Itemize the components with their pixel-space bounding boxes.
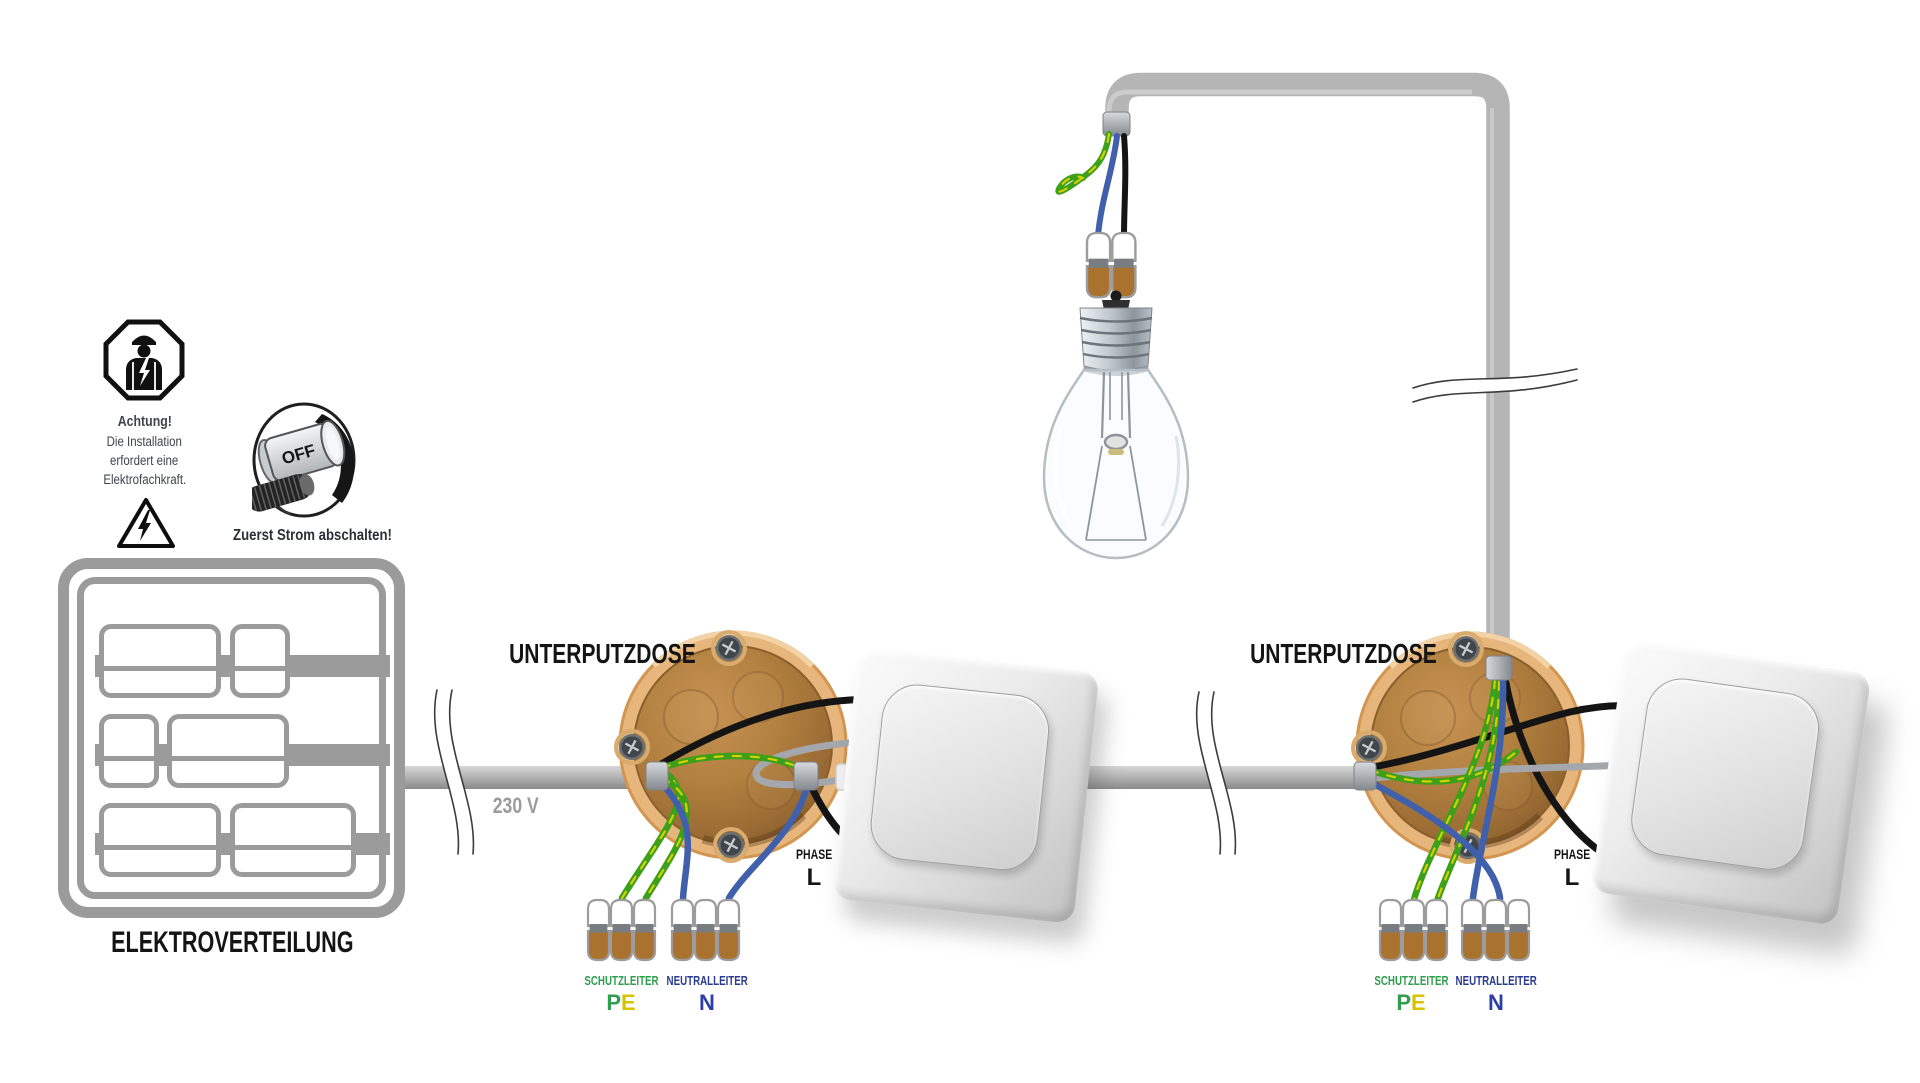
pe-wire-stripe xyxy=(1057,132,1111,193)
distribution-label-text: ELEKTROVERTEILUNG xyxy=(111,926,354,959)
switch-rocker[interactable] xyxy=(867,681,1053,874)
pe-title: SCHUTZLEITER xyxy=(583,973,659,988)
box2-neutral-label: NEUTRALLEITER N xyxy=(1437,972,1555,1016)
box2-left-sleeve xyxy=(1353,761,1377,791)
pe-wire-1-stripe xyxy=(619,768,680,908)
box1-neutral-label: NEUTRALLEITER N xyxy=(648,972,766,1016)
light-switch-2[interactable] xyxy=(1590,639,1872,927)
box1-pe-terminals xyxy=(586,898,657,962)
electrician-required-icon xyxy=(103,319,185,401)
box1-left-sleeve xyxy=(645,761,669,791)
attention-title: Achtung! xyxy=(117,414,172,430)
light-bulb xyxy=(1042,290,1190,560)
box1-label-text: UNTERPUTZDOSE xyxy=(509,638,696,669)
phase-title: PHASE xyxy=(795,846,833,862)
box2-phase-label: PHASE L xyxy=(1532,846,1612,892)
pe-wire-2-stripe xyxy=(1434,680,1501,906)
pe-code-p: P xyxy=(606,990,621,1015)
breaker-module xyxy=(167,714,289,788)
pe-code-e: E xyxy=(1411,990,1426,1015)
box2-label: UNTERPUTZDOSE xyxy=(1219,638,1437,670)
lamp-assembly xyxy=(1042,111,1190,560)
break-mark-right-vertical xyxy=(1406,367,1584,403)
box1-right-sleeve xyxy=(793,761,819,791)
pe-wire xyxy=(1055,131,1112,195)
distribution-label: ELEKTROVERTEILUNG xyxy=(60,926,405,960)
lamp-wires xyxy=(1055,131,1129,239)
phase-wire xyxy=(1121,133,1129,239)
box2-neutral-terminals xyxy=(1460,898,1531,962)
neutral-wire xyxy=(1095,133,1120,239)
phase-title: PHASE xyxy=(1553,846,1591,862)
bulb-filament xyxy=(1085,371,1147,541)
bulb-screw-base xyxy=(1079,307,1153,371)
pe-wire-1-stripe xyxy=(1411,678,1497,906)
power-off-note-text: Zuerst Strom abschalten! xyxy=(232,527,392,544)
box2-pe-label: SCHUTZLEITER PE xyxy=(1356,972,1466,1016)
breaker-module xyxy=(230,624,290,698)
attention-line: erfordert eine xyxy=(110,453,179,468)
attention-line: Die Installation xyxy=(106,434,183,449)
neutral-title: NEUTRALLEITER xyxy=(666,973,748,988)
ceiling-cable-run xyxy=(1105,72,1510,664)
breaker-module xyxy=(230,803,356,877)
box1-label: UNTERPUTZDOSE xyxy=(478,638,696,670)
neutral-wire-2 xyxy=(724,778,812,910)
bulb-glass xyxy=(1042,368,1190,560)
attention-line: Elektrofachkraft. xyxy=(103,472,186,487)
box1-phase-label: PHASE L xyxy=(774,846,854,892)
pe-code-e: E xyxy=(621,990,636,1015)
breaker-module xyxy=(99,803,221,877)
box1-neutral-terminals xyxy=(670,898,741,962)
breaker-module xyxy=(99,714,159,788)
break-mark-left xyxy=(433,683,475,861)
phase-code: L xyxy=(806,864,822,891)
pe-code-p: P xyxy=(1396,990,1411,1015)
light-switch-1[interactable] xyxy=(832,648,1100,924)
neutral-wire-2 xyxy=(1366,778,1504,908)
neutral-title: NEUTRALLEITER xyxy=(1455,973,1537,988)
neutral-wire-1 xyxy=(656,778,692,910)
pe-wire-cross-stripe xyxy=(660,754,802,770)
pe-wire-cross-stripe xyxy=(1368,750,1518,783)
box1-pe-label: SCHUTZLEITER PE xyxy=(566,972,676,1016)
attention-note: Achtung! Die Installation erfordert eine… xyxy=(62,412,227,489)
breaker-module xyxy=(99,624,221,698)
lamp-terminal-block xyxy=(1085,231,1137,299)
box2-pe-terminals xyxy=(1378,898,1449,962)
box2-label-text: UNTERPUTZDOSE xyxy=(1250,638,1437,669)
power-off-note: Zuerst Strom abschalten! xyxy=(212,527,412,545)
power-off-switch-icon: OFF xyxy=(252,402,356,518)
neutral-wire-1 xyxy=(1468,676,1507,908)
gray-corresponding-wire xyxy=(752,736,892,789)
voltage-label: 230 V xyxy=(466,793,566,819)
pe-title: SCHUTZLEITER xyxy=(1373,973,1449,988)
cable-highlight xyxy=(1106,89,1472,116)
voltage-value: 230 V xyxy=(493,793,539,818)
box2-top-sleeve xyxy=(1485,655,1513,681)
break-mark-middle xyxy=(1195,685,1237,861)
neutral-code: N xyxy=(1488,990,1504,1015)
cable-break-marks xyxy=(433,367,1584,861)
neutral-code: N xyxy=(699,990,715,1015)
phase-code: L xyxy=(1564,864,1580,891)
distribution-panel xyxy=(58,558,405,918)
switch-rocker[interactable] xyxy=(1626,673,1824,875)
pe-wire-2-stripe xyxy=(643,776,688,908)
high-voltage-warning-icon xyxy=(117,498,175,548)
